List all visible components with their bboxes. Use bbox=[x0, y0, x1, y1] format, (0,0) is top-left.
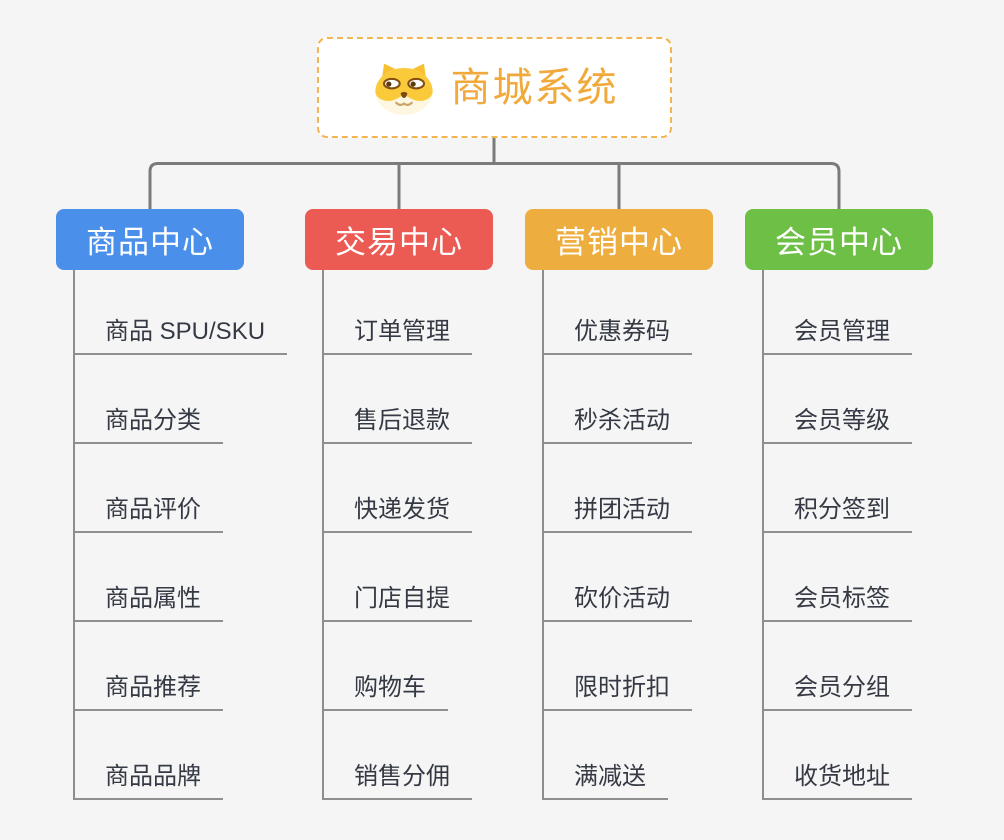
leaf-item[interactable]: 收货地址 bbox=[762, 759, 912, 800]
leaf-item[interactable]: 限时折扣 bbox=[542, 670, 692, 711]
leaf-item[interactable]: 订单管理 bbox=[322, 314, 472, 355]
connector-rail-line bbox=[148, 162, 841, 212]
leaf-item[interactable]: 商品品牌 bbox=[73, 759, 223, 800]
leaf-item[interactable]: 会员分组 bbox=[762, 670, 912, 711]
leaf-item[interactable]: 商品 SPU/SKU bbox=[73, 314, 288, 355]
branch-trunk-line bbox=[762, 270, 764, 800]
branch-trade-center: 交易中心 订单管理 售后退款 快递发货 门店自提 购物车 销售分佣 bbox=[305, 209, 545, 809]
leaf-item[interactable]: 会员等级 bbox=[762, 403, 912, 444]
branch-header-product-center[interactable]: 商品中心 bbox=[56, 209, 244, 270]
leaf-item[interactable]: 优惠券码 bbox=[542, 314, 692, 355]
shiba-dog-icon bbox=[371, 59, 437, 117]
leaf-item[interactable]: 会员管理 bbox=[762, 314, 912, 355]
leaf-item[interactable]: 商品分类 bbox=[73, 403, 223, 444]
leaf-item[interactable]: 商品评价 bbox=[73, 492, 223, 533]
leaf-item[interactable]: 商品属性 bbox=[73, 581, 223, 622]
leaf-item[interactable]: 门店自提 bbox=[322, 581, 472, 622]
root-title: 商城系统 bbox=[450, 65, 619, 110]
leaf-item[interactable]: 砍价活动 bbox=[542, 581, 692, 622]
branch-member-center: 会员中心 会员管理 会员等级 积分签到 会员标签 会员分组 收货地址 bbox=[745, 209, 985, 809]
branch-trunk-line bbox=[322, 270, 324, 800]
leaf-item[interactable]: 会员标签 bbox=[762, 581, 912, 622]
leaf-item[interactable]: 售后退款 bbox=[322, 403, 472, 444]
leaf-item[interactable]: 快递发货 bbox=[322, 492, 472, 533]
branch-marketing-center: 营销中心 优惠券码 秒杀活动 拼团活动 砍价活动 限时折扣 满减送 bbox=[525, 209, 765, 809]
branch-header-marketing-center[interactable]: 营销中心 bbox=[525, 209, 713, 270]
leaf-item[interactable]: 秒杀活动 bbox=[542, 403, 692, 444]
leaf-item[interactable]: 购物车 bbox=[322, 670, 448, 711]
leaf-item[interactable]: 拼团活动 bbox=[542, 492, 692, 533]
leaf-item[interactable]: 销售分佣 bbox=[322, 759, 472, 800]
leaf-item[interactable]: 积分签到 bbox=[762, 492, 912, 533]
branch-header-trade-center[interactable]: 交易中心 bbox=[305, 209, 493, 270]
leaf-item[interactable]: 商品推荐 bbox=[73, 670, 223, 711]
branch-trunk-line bbox=[73, 270, 75, 800]
branch-trunk-line bbox=[542, 270, 544, 800]
branch-header-member-center[interactable]: 会员中心 bbox=[745, 209, 933, 270]
leaf-item[interactable]: 满减送 bbox=[542, 759, 668, 800]
branch-product-center: 商品中心 商品 SPU/SKU 商品分类 商品评价 商品属性 商品推荐 商品品牌 bbox=[56, 209, 296, 809]
root-node[interactable]: 商城系统 bbox=[317, 37, 672, 138]
